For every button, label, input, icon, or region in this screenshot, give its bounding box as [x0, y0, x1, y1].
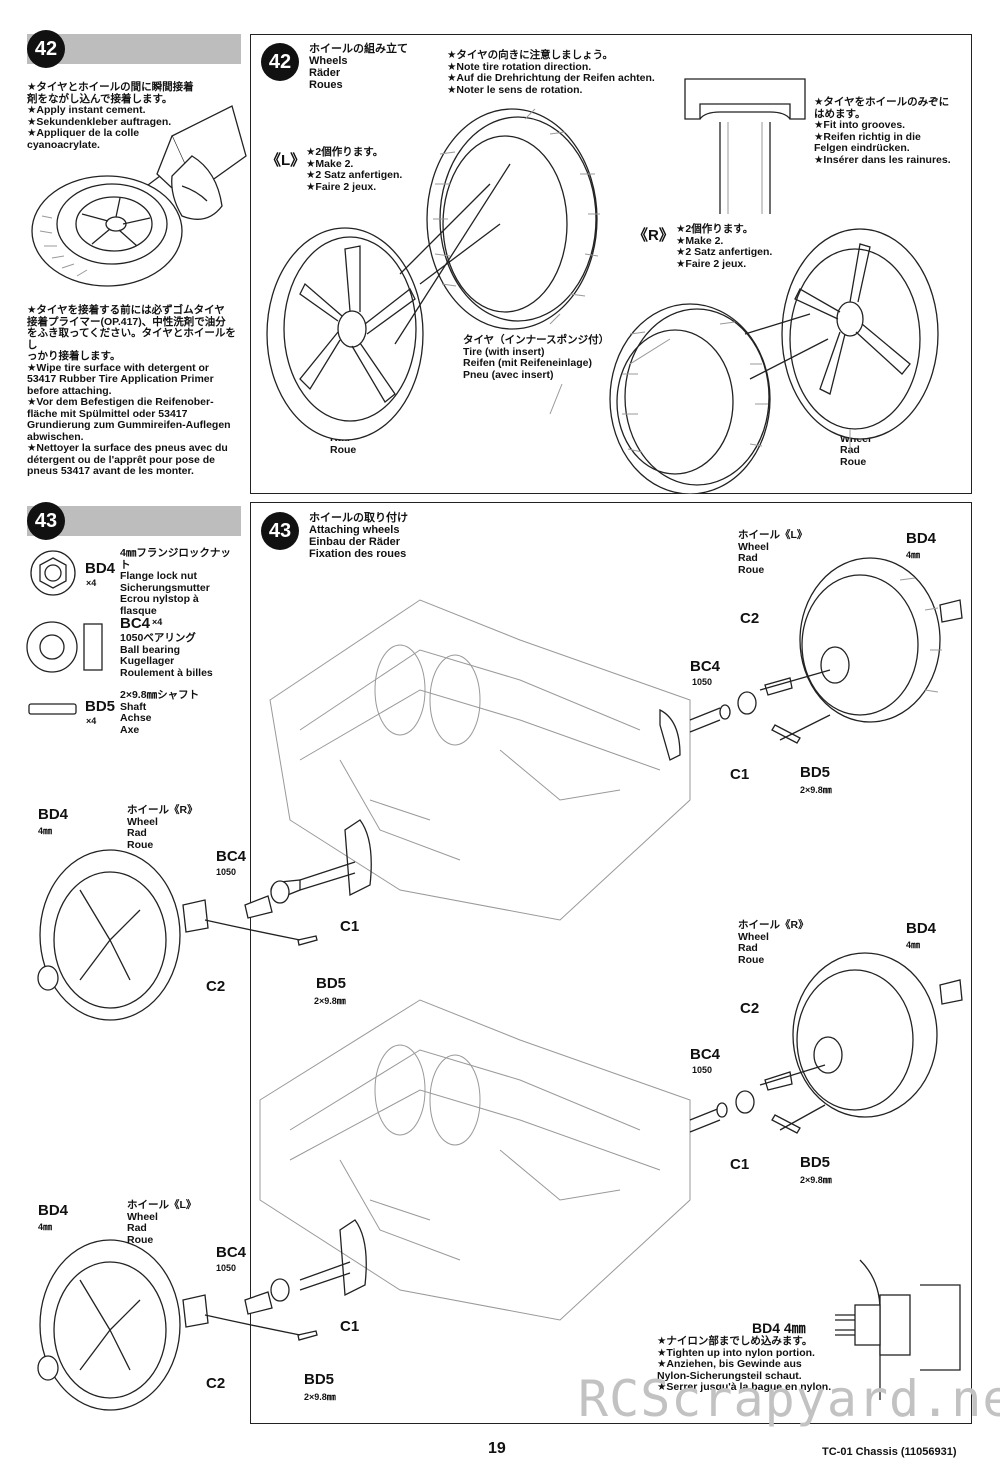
upper-bc4-size: 1050: [692, 677, 713, 687]
right-make-note: ★2個作ります。 ★Make 2. ★2 Satz anfertigen. ★F…: [676, 223, 773, 270]
shaft-icon: [28, 703, 77, 715]
document-title: TC-01 Chassis (11056931): [822, 1446, 957, 1458]
lower-left-bd5-size: 2×9.8㎜: [304, 1392, 336, 1402]
lower-left-bd4-label: BD4: [38, 1202, 69, 1219]
part-bd5-code: BD5: [85, 698, 116, 715]
lower-bd4-label: BD4: [906, 920, 937, 937]
lower-left-wheel-l-label: ホイール《L》 Wheel Rad Roue: [127, 1199, 197, 1246]
lower-c1-label: C1: [730, 1156, 750, 1173]
upper-bd4-label: BD4: [906, 530, 937, 547]
part-bd5-qty: ×4: [86, 716, 97, 726]
part-bd4-qty: ×4: [86, 578, 97, 588]
upper-bd5-label: BD5: [800, 764, 831, 781]
rotation-direction-note: ★タイヤの向きに注意しましょう。 ★Note tire rotation dir…: [447, 49, 655, 96]
left-bd4-size: 4㎜: [38, 826, 53, 836]
left-c1-label: C1: [340, 918, 360, 935]
left-bd4-label: BD4: [38, 806, 69, 823]
upper-c2-label: C2: [740, 610, 760, 627]
left-bc4-size: 1050: [216, 867, 237, 877]
part-bc4-qty: ×4: [152, 617, 163, 627]
nut-note-code: BD4 4㎜: [752, 1320, 806, 1336]
upper-c1-label: C1: [730, 766, 750, 783]
left-c2-label: C2: [206, 978, 226, 995]
lower-bd4-size: 4㎜: [906, 940, 921, 950]
step42-sidebar-badge: 42: [27, 30, 65, 68]
step42-panel: [250, 34, 972, 494]
left-bc4-label: BC4: [216, 848, 247, 865]
lower-left-c2-label: C2: [206, 1375, 226, 1392]
part-bc4-desc: 1050ベアリング Ball bearing Kugellager Roulem…: [120, 632, 213, 679]
fit-grooves-note: ★タイヤをホイールのみぞに はめます。 ★Fit into grooves. ★…: [814, 96, 951, 166]
upper-bd4-size: 4㎜: [906, 550, 921, 560]
wheel-assembly-illustration: [266, 78, 939, 494]
lower-bd5-size: 2×9.8㎜: [800, 1175, 832, 1185]
lower-wheel-r-label: ホイール《R》 Wheel Rad Roue: [738, 919, 809, 966]
nut-tighten-note: ★ナイロン部までしめ込みます。 ★Tighten up into nylon p…: [657, 1335, 832, 1393]
tire-label: タイヤ（インナースポンジ付） Tire (with insert) Reifen…: [463, 334, 610, 381]
flange-lock-nut-icon: [30, 550, 76, 596]
lower-left-bc4-size: 1050: [216, 1263, 237, 1273]
lower-c2-label: C2: [740, 1000, 760, 1017]
upper-bc4-label: BC4: [690, 658, 721, 675]
part-bc4-code: BC4: [120, 615, 151, 632]
chassis-assembly-illustration: [37, 557, 963, 1411]
page-number: 19: [488, 1440, 506, 1457]
part-bd4-desc: 4㎜フランジロックナット Flange lock nut Sicherungsm…: [120, 547, 231, 617]
left-bd5-label: BD5: [316, 975, 347, 992]
upper-wheel-l-label: ホイール《L》 Wheel Rad Roue: [738, 529, 808, 576]
part-bd4-code: BD4: [85, 560, 116, 577]
cement-application-illustration: [31, 105, 247, 287]
left-wheel-r-label: ホイール《R》 Wheel Rad Roue: [127, 804, 198, 851]
lower-left-c1-label: C1: [340, 1318, 360, 1335]
watermark: RCScrapyard.net: [578, 1370, 1000, 1428]
lower-bd5-label: BD5: [800, 1154, 831, 1171]
step42-badge: 42: [261, 43, 299, 81]
lower-left-bc4-label: BC4: [216, 1244, 247, 1261]
left-tag: 《L》: [266, 152, 306, 169]
step42-primer-instruction: ★タイヤを接着する前には必ずゴムタイヤ 接着プライマー(OP.417)、中性洗剤…: [27, 304, 236, 477]
step43-title: ホイールの取り付け Attaching wheels Einbau der Rä…: [309, 512, 408, 560]
left-make-note: ★2個作ります。 ★Make 2. ★2 Satz anfertigen. ★F…: [306, 146, 403, 193]
ball-bearing-icon: [26, 621, 103, 673]
step43-panel: [250, 502, 972, 1424]
lower-bc4-label: BC4: [690, 1046, 721, 1063]
step42-title: ホイールの組み立て Wheels Räder Roues: [309, 43, 408, 91]
step43-sidebar-badge: 43: [27, 502, 65, 540]
step42-cement-instruction: ★タイヤとホイールの間に瞬間接着 剤をながし込んで接着します。 ★Apply i…: [27, 81, 194, 151]
right-tag: 《R》: [633, 227, 674, 244]
step43-badge: 43: [261, 512, 299, 550]
lower-bc4-size: 1050: [692, 1065, 713, 1075]
lower-left-bd5-label: BD5: [304, 1371, 335, 1388]
left-bd5-size: 2×9.8㎜: [314, 996, 346, 1006]
part-bd5-desc: 2×9.8㎜シャフト Shaft Achse Axe: [120, 689, 200, 736]
lower-left-bd4-size: 4㎜: [38, 1222, 53, 1232]
upper-bd5-size: 2×9.8㎜: [800, 785, 832, 795]
